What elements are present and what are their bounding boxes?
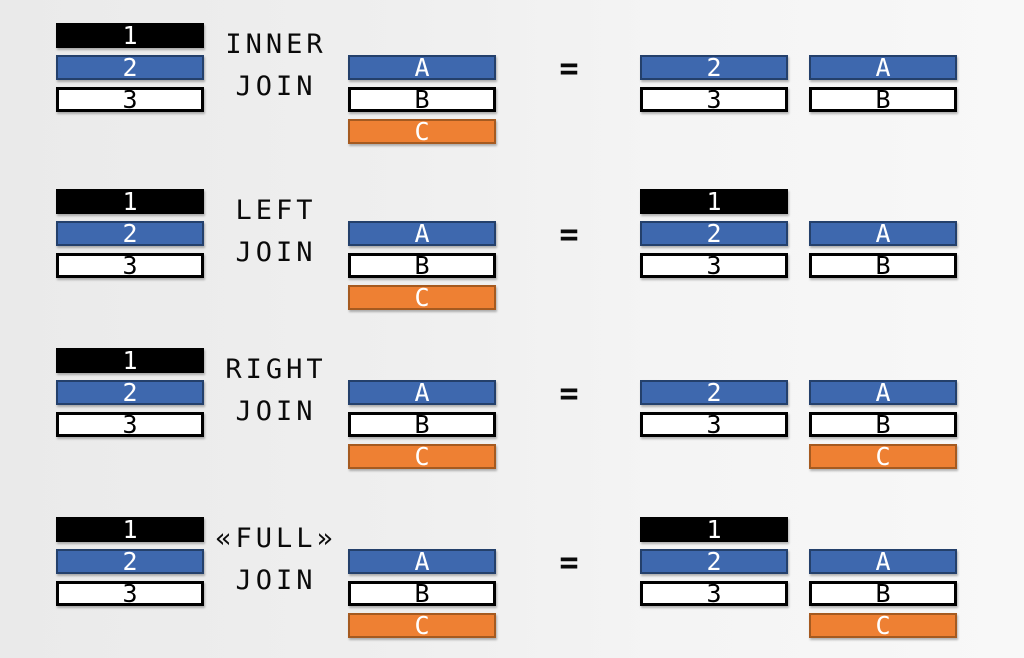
result-table-letters-bar-A: A [809,55,957,80]
source-table-letters-bar-B: B [348,581,496,606]
source-table-numbers-bar-1: 1 [56,348,204,373]
result-table-numbers-bar-2: 2 [640,221,788,246]
result-table-letters-bar-B: B [809,412,957,437]
source-table-letters-bar-A: A [348,221,496,246]
result-table-letters-bar-A: A [809,380,957,405]
result-table-letters-bar-B: B [809,87,957,112]
join-type-label: «FULL» JOIN [198,518,350,602]
source-table-numbers-bar-3: 3 [56,412,204,437]
result-table-numbers-bar-3: 3 [640,581,788,606]
join-type-label-line2: JOIN [235,396,317,427]
source-table-letters-bar-A: A [348,55,496,80]
result-table-numbers-bar-3: 3 [640,253,788,278]
result-table-letters-bar-A: A [809,549,957,574]
source-table-numbers-bar-1: 1 [56,23,204,48]
source-table-numbers-bar-2: 2 [56,221,204,246]
join-type-label-line1: RIGHT [225,354,327,385]
source-table-numbers-bar-3: 3 [56,581,204,606]
source-table-letters-bar-B: B [348,87,496,112]
source-table-numbers-bar-2: 2 [56,380,204,405]
join-type-label-line2: JOIN [235,237,317,268]
source-table-numbers-bar-2: 2 [56,549,204,574]
result-table-numbers-bar-2: 2 [640,549,788,574]
source-table-letters-bar-A: A [348,549,496,574]
source-table-numbers-bar-3: 3 [56,87,204,112]
source-table-letters-bar-B: B [348,412,496,437]
equals-sign: = [559,542,579,581]
source-table-letters-bar-C: C [348,613,496,638]
source-table-letters-bar-B: B [348,253,496,278]
result-table-numbers-bar-2: 2 [640,55,788,80]
join-type-label: RIGHT JOIN [198,349,350,433]
result-table-numbers-bar-2: 2 [640,380,788,405]
join-type-label-line1: «FULL» [215,523,337,554]
result-table-letters-bar-B: B [809,581,957,606]
result-table-letters-bar-A: A [809,221,957,246]
equals-sign: = [559,373,579,412]
source-table-letters-bar-C: C [348,444,496,469]
source-table-letters-bar-C: C [348,285,496,310]
equals-sign: = [559,214,579,253]
result-table-letters-bar-C: C [809,613,957,638]
result-table-letters-bar-B: B [809,253,957,278]
source-table-numbers-bar-2: 2 [56,55,204,80]
source-table-letters-bar-C: C [348,119,496,144]
join-type-label: INNER JOIN [198,24,350,108]
join-type-label-line1: INNER [225,29,327,60]
source-table-letters-bar-A: A [348,380,496,405]
equals-sign: = [559,48,579,87]
join-type-label-line2: JOIN [235,565,317,596]
source-table-numbers-bar-1: 1 [56,517,204,542]
result-table-numbers-bar-3: 3 [640,87,788,112]
join-type-label-line2: JOIN [235,71,317,102]
result-table-letters-bar-C: C [809,444,957,469]
source-table-numbers-bar-3: 3 [56,253,204,278]
result-table-numbers-bar-1: 1 [640,189,788,214]
result-table-numbers-bar-3: 3 [640,412,788,437]
join-type-label-line1: LEFT [235,195,317,226]
source-table-numbers-bar-1: 1 [56,189,204,214]
result-table-numbers-bar-1: 1 [640,517,788,542]
join-type-label: LEFT JOIN [198,190,350,274]
